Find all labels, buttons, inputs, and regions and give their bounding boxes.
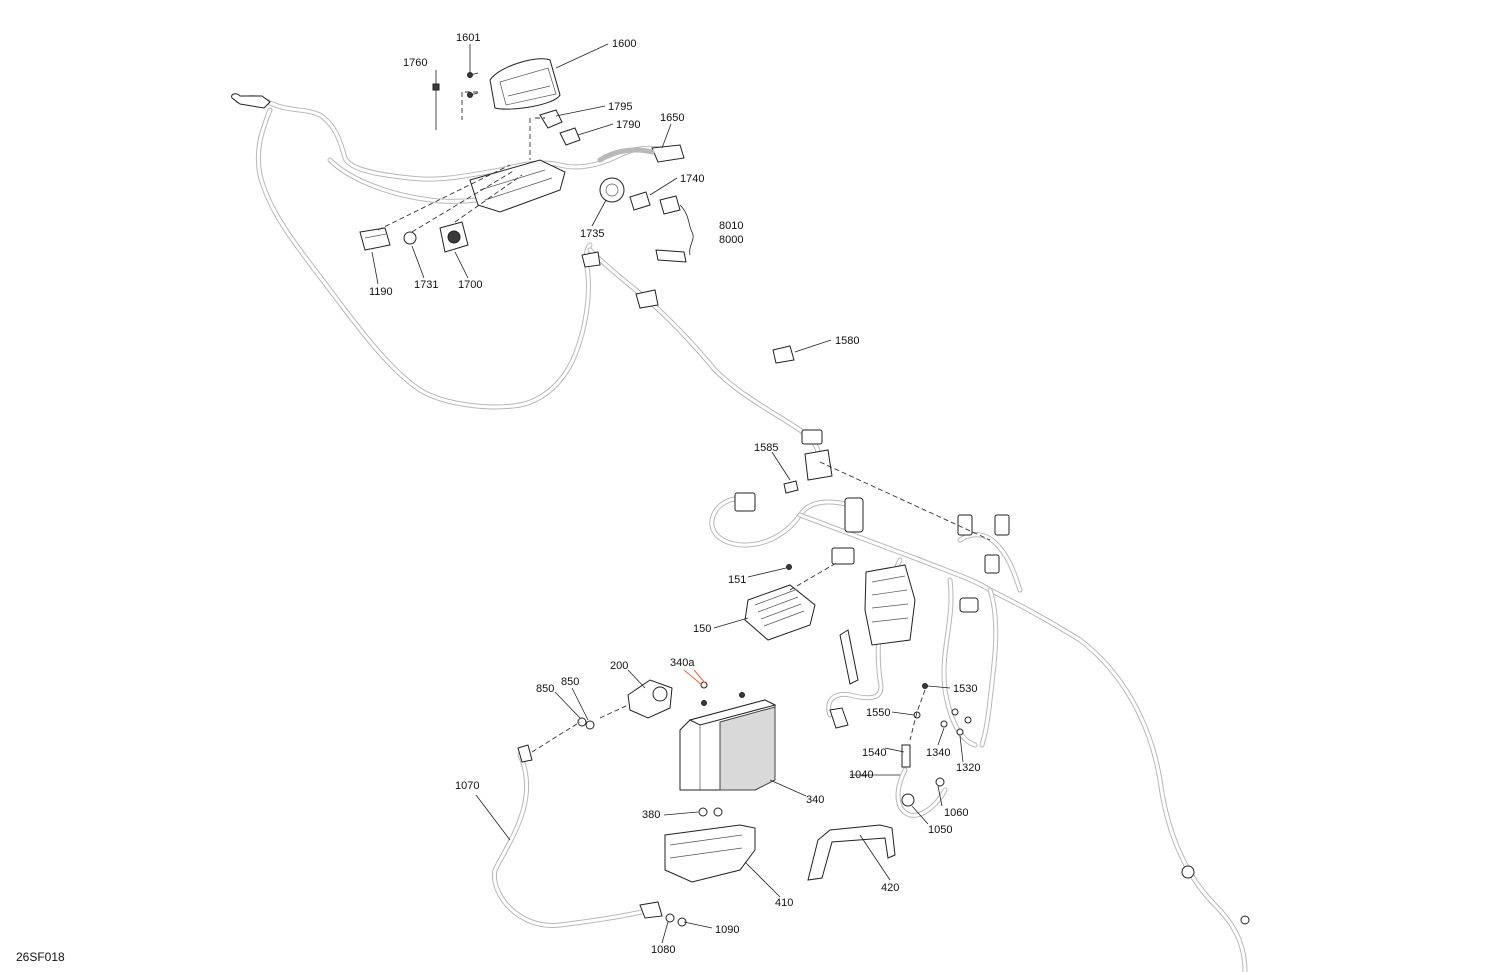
strap-420 (807, 824, 896, 881)
callout-1190: 1190 (369, 286, 393, 298)
callout-1731: 1731 (414, 279, 438, 291)
plug-1740 (629, 191, 681, 215)
bolt-1760 (432, 83, 440, 130)
callout-1760: 1760 (403, 57, 427, 69)
callout-1600: 1600 (612, 38, 636, 50)
callout-labels: 1601 1600 1760 1795 1790 1650 1740 8010 … (369, 32, 980, 956)
connector-1650 (597, 144, 685, 163)
switch-1790 (559, 127, 581, 146)
battery-tray-410 (664, 824, 756, 883)
callout-1700: 1700 (458, 279, 482, 291)
callout-410: 410 (775, 897, 793, 909)
callout-1080: 1080 (651, 944, 675, 956)
regulator-150 (744, 564, 816, 641)
callout-420: 420 (881, 882, 899, 894)
callout-1585: 1585 (754, 442, 778, 454)
callout-1601: 1601 (456, 32, 480, 44)
callout-1050: 1050 (928, 824, 952, 836)
clip-1735-lower (581, 251, 601, 268)
callout-850-left: 850 (536, 683, 554, 695)
switch-1190 (359, 227, 391, 251)
switch-1700 (439, 221, 469, 253)
callout-1320: 1320 (956, 762, 980, 774)
callout-1340: 1340 (926, 747, 950, 759)
leader-lines (371, 43, 964, 944)
upper-wiring-harness (231, 93, 821, 463)
callout-1540: 1540 (862, 747, 886, 759)
callout-8010: 8010 (719, 220, 743, 232)
callout-1090: 1090 (715, 924, 739, 936)
callout-1740: 1740 (680, 173, 704, 185)
nut-850 (577, 717, 595, 730)
callout-1650: 1650 (660, 112, 684, 124)
callout-340a: 340a (670, 657, 695, 669)
clip-1580 (772, 345, 795, 364)
callout-200: 200 (610, 660, 628, 672)
battery-340 (679, 692, 777, 791)
callout-380: 380 (642, 809, 660, 821)
solenoid-200 (627, 679, 673, 719)
callout-1070: 1070 (455, 780, 479, 792)
lower-wiring-harness (709, 429, 1250, 972)
callout-1790: 1790 (616, 119, 640, 131)
gauge-cluster-1600 (489, 58, 561, 110)
cable-1070 (491, 744, 663, 928)
explode-lines (377, 91, 991, 753)
socket-1735 (599, 177, 625, 203)
callout-151: 151 (728, 574, 746, 586)
ground-cable-1040 (895, 744, 948, 818)
screw-1601 (467, 72, 479, 98)
clip-1585 (783, 449, 833, 494)
callout-8000: 8000 (719, 234, 743, 246)
callout-1040: 1040 (849, 769, 873, 781)
callout-1580: 1580 (835, 335, 859, 347)
switch-1795 (539, 109, 563, 129)
drawing-code-label: 26SF018 (16, 950, 65, 964)
cable-8000-8010 (655, 204, 694, 263)
clip-mid (635, 289, 659, 309)
callout-850-right: 850 (561, 676, 579, 688)
callout-150: 150 (693, 623, 711, 635)
callout-1795: 1795 (608, 101, 632, 113)
callout-1530: 1530 (953, 683, 977, 695)
nut-1731 (403, 231, 417, 245)
callout-340: 340 (806, 794, 824, 806)
callout-1735: 1735 (580, 228, 604, 240)
callout-1060: 1060 (944, 807, 968, 819)
screw-380 (698, 807, 723, 817)
nut-1080-1090 (665, 913, 687, 927)
callout-1550: 1550 (866, 707, 890, 719)
